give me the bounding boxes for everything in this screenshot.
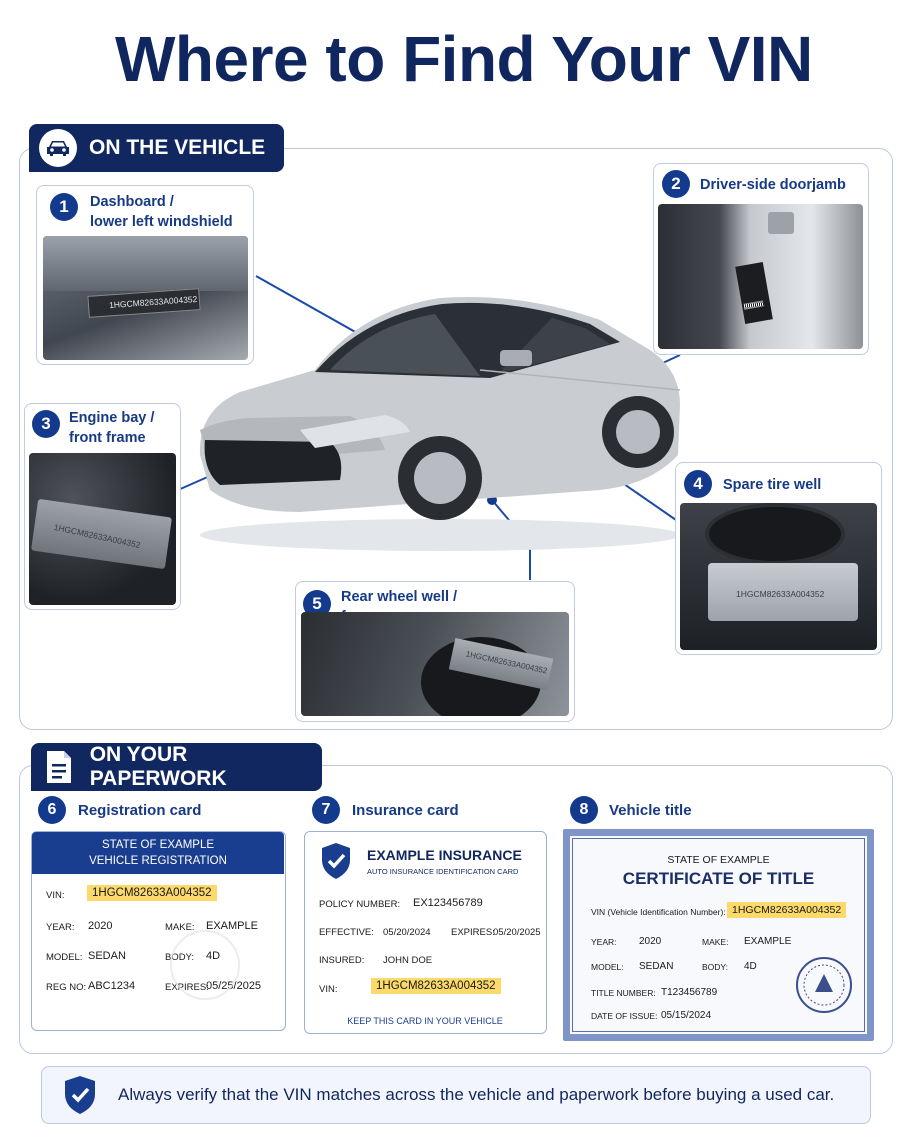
sedan-illustration [199, 296, 681, 551]
title-heading: CERTIFICATE OF TITLE [622, 869, 815, 888]
ins-vin-value: 1HGCM82633A004352 [371, 978, 501, 994]
location-label-1b: lower left windshield [90, 214, 233, 230]
insurance-company: EXAMPLE INSURANCE [367, 847, 522, 863]
reg-make-label: MAKE: [165, 922, 195, 933]
reg-vin-label: VIN: [46, 890, 65, 901]
location-number-3: 3 [32, 410, 60, 438]
title-model-label: MODEL: [591, 962, 624, 972]
location-label-3a: Engine bay / [69, 410, 155, 426]
document-icon [41, 748, 78, 786]
registration-header-title: VEHICLE REGISTRATION [89, 855, 227, 867]
registration-header-state: STATE OF EXAMPLE [101, 839, 215, 851]
title-number-value: T123456789 [661, 987, 718, 998]
verification-note: Always verify that the VIN matches acros… [118, 1085, 835, 1104]
ins-vin-label: VIN: [319, 984, 338, 995]
ins-expires-value: 05/20/2025 [493, 927, 541, 938]
ins-insured-label: INSURED: [319, 955, 365, 966]
ins-expires-label: EXPIRES: [451, 927, 495, 938]
title-state: STATE OF EXAMPLE [667, 854, 770, 866]
registration-card-label: Registration card [78, 802, 202, 819]
insurance-card: EXAMPLE INSURANCE AUTO INSURANCE IDENTIF… [304, 831, 547, 1034]
title-year-value: 2020 [639, 936, 662, 947]
ins-effective-value: 05/20/2024 [383, 927, 431, 938]
shield-check-icon [322, 843, 350, 879]
page-title: Where to Find Your VIN [115, 23, 813, 95]
title-issue-value: 05/15/2024 [661, 1010, 712, 1021]
location-label-3b: front frame [69, 430, 146, 446]
registration-card: STATE OF EXAMPLE VEHICLE REGISTRATION VI… [31, 831, 286, 1031]
reg-year-value: 2020 [88, 920, 113, 932]
paperwork-section-tab: ON YOUR PAPERWORK [31, 743, 322, 791]
car-icon [39, 129, 77, 167]
location-label-5a: Rear wheel well / [341, 589, 458, 605]
reg-year-label: YEAR: [46, 922, 75, 933]
reg-make-value: EXAMPLE [206, 920, 258, 932]
title-year-label: YEAR: [591, 937, 617, 947]
vehicle-section-heading: ON THE VEHICLE [89, 136, 266, 159]
location-label-1a: Dashboard / [90, 194, 174, 210]
doorjamb-photo [658, 204, 863, 349]
location-number-4: 4 [684, 470, 712, 498]
spare-well-vin-stamp: 1HGCM82633A004352 [736, 589, 825, 599]
title-vin-label: VIN (Vehicle Identification Number): [591, 907, 726, 917]
reg-model-value: SEDAN [88, 950, 126, 962]
engine-bay-photo: 1HGCM82633A004352 [29, 453, 176, 605]
location-label-4: Spare tire well [723, 477, 822, 493]
ins-policy-value: EX123456789 [413, 897, 483, 909]
ins-insured-value: JOHN DOE [383, 955, 433, 966]
location-number-1: 1 [50, 193, 78, 221]
reg-number-label: REG NO: [46, 982, 87, 993]
location-number-2: 2 [662, 170, 690, 198]
title-number-label: TITLE NUMBER: [591, 988, 656, 998]
document-number-8: 8 [570, 796, 598, 824]
title-make-label: MAKE: [702, 937, 729, 947]
paperwork-section-heading: ON YOUR PAPERWORK [89, 743, 227, 790]
document-number-6: 6 [38, 796, 66, 824]
insurance-card-label: Insurance card [352, 802, 459, 819]
vehicle-section-tab: ON THE VEHICLE [29, 124, 284, 172]
vehicle-title-label: Vehicle title [609, 802, 692, 819]
title-model-value: SEDAN [639, 961, 674, 972]
insurance-subtitle: AUTO INSURANCE IDENTIFICATION CARD [367, 867, 519, 876]
state-seal-icon [796, 957, 852, 1013]
title-certificate: STATE OF EXAMPLE CERTIFICATE OF TITLE VI… [563, 829, 874, 1041]
title-issue-label: DATE OF ISSUE: [591, 1011, 658, 1021]
document-number-7: 7 [312, 796, 340, 824]
location-label-2: Driver-side doorjamb [700, 177, 846, 193]
reg-model-label: MODEL: [46, 952, 83, 963]
reg-number-value: ABC1234 [88, 980, 136, 992]
title-body-label: BODY: [702, 962, 728, 972]
ins-effective-label: EFFECTIVE: [319, 927, 374, 938]
registration-seal [170, 930, 240, 1000]
reg-vin-value: 1HGCM82633A004352 [87, 885, 217, 901]
dashboard-photo: 1HGCM82633A004352 [43, 236, 248, 360]
verification-banner: Always verify that the VIN matches acros… [41, 1066, 871, 1124]
rear-wheel-photo: 1HGCM82633A004352 [301, 612, 569, 716]
ins-policy-label: POLICY NUMBER: [319, 899, 401, 910]
title-vin-value: 1HGCM82633A004352 [727, 902, 847, 918]
spare-tire-photo: 1HGCM82633A004352 [680, 503, 877, 650]
insurance-footer: KEEP THIS CARD IN YOUR VEHICLE [347, 1016, 503, 1026]
title-body-value: 4D [744, 961, 757, 972]
title-make-value: EXAMPLE [744, 936, 792, 947]
shield-check-icon [65, 1076, 95, 1114]
